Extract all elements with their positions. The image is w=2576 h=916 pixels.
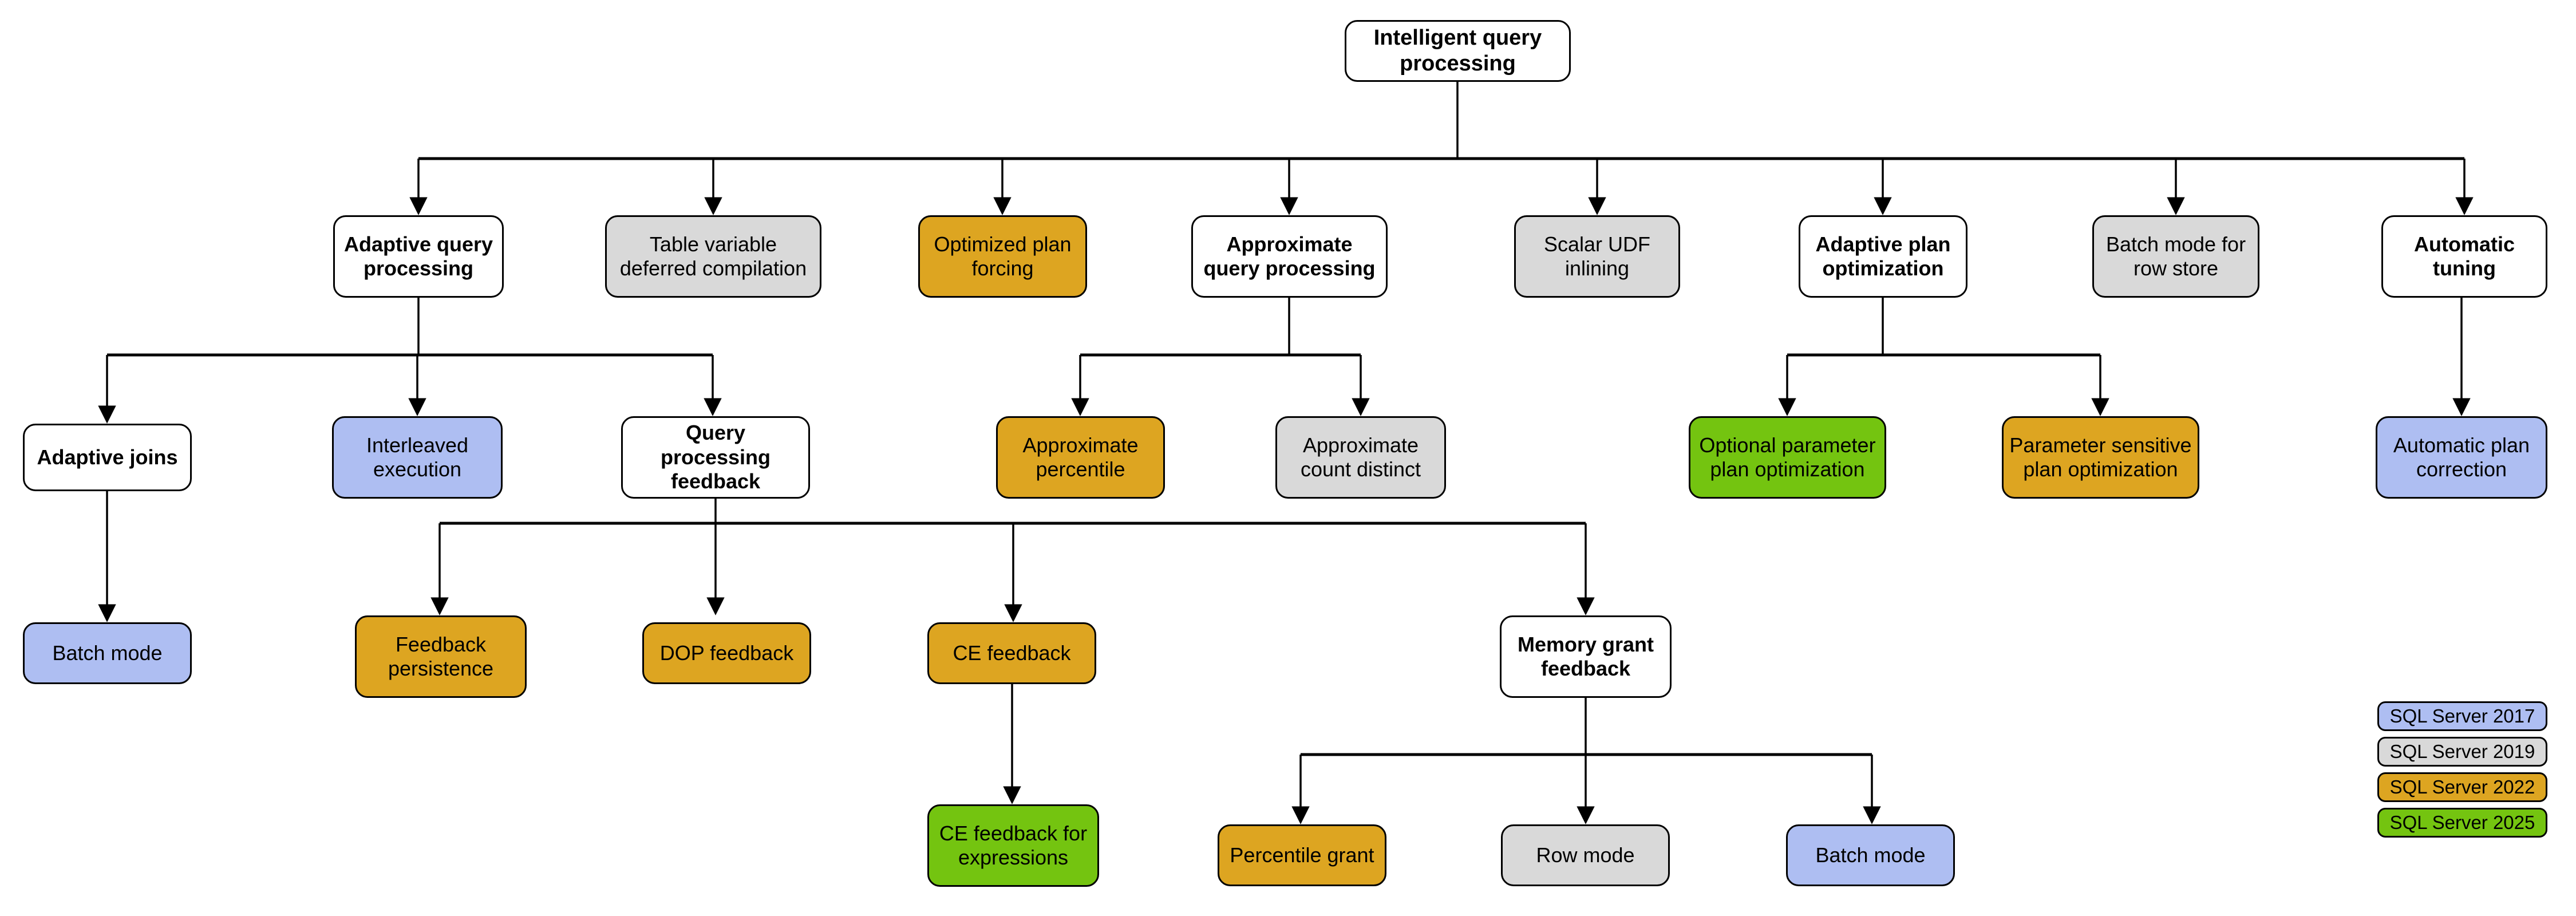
node-at[interactable]: Automatic tuning — [2381, 215, 2547, 298]
node-label: Approximate percentile — [1022, 433, 1139, 481]
node-aqp[interactable]: Adaptive query processing — [333, 215, 504, 298]
node-oppo[interactable]: Optional parameter plan optimization — [1689, 416, 1886, 499]
legend-item-sql-server-2025: SQL Server 2025 — [2377, 808, 2547, 838]
node-acd[interactable]: Approximate count distinct — [1275, 416, 1446, 499]
node-qpf[interactable]: Query processing feedback — [621, 416, 810, 499]
node-label: Automatic tuning — [2413, 232, 2515, 280]
node-label: Optional parameter plan optimization — [1699, 433, 1876, 481]
node-aj[interactable]: Adaptive joins — [23, 424, 192, 491]
node-label: DOP feedback — [659, 641, 794, 665]
node-label: Query processing feedback — [660, 421, 771, 493]
node-label: Approximate count distinct — [1300, 433, 1421, 481]
node-label: Adaptive plan optimization — [1815, 232, 1951, 280]
node-label: Row mode — [1536, 843, 1635, 867]
legend-item-label: SQL Server 2017 — [2389, 705, 2535, 727]
node-ce[interactable]: CE feedback — [927, 622, 1096, 684]
legend-item-sql-server-2017: SQL Server 2017 — [2377, 701, 2547, 731]
node-label: Optimized plan forcing — [934, 232, 1072, 280]
node-ap[interactable]: Approximate percentile — [996, 416, 1165, 499]
node-dop[interactable]: DOP feedback — [642, 622, 811, 684]
node-ie[interactable]: Interleaved execution — [332, 416, 503, 499]
legend-item-label: SQL Server 2019 — [2389, 741, 2535, 762]
node-label: Interleaved execution — [366, 433, 469, 481]
node-apo[interactable]: Adaptive plan optimization — [1799, 215, 1967, 298]
node-label: CE feedback for expressions — [939, 821, 1088, 869]
node-psp[interactable]: Parameter sensitive plan optimization — [2002, 416, 2199, 499]
legend-item-label: SQL Server 2025 — [2389, 812, 2535, 833]
node-label: Feedback persistence — [388, 632, 494, 680]
node-sudf[interactable]: Scalar UDF inlining — [1514, 215, 1680, 298]
node-label: Batch mode — [52, 641, 163, 665]
node-label: CE feedback — [953, 641, 1071, 665]
node-label: Automatic plan correction — [2393, 433, 2530, 481]
legend-item-label: SQL Server 2022 — [2389, 776, 2535, 797]
node-root[interactable]: Intelligent query processing — [1345, 20, 1571, 82]
node-pg[interactable]: Percentile grant — [1218, 824, 1386, 886]
legend-item-sql-server-2022: SQL Server 2022 — [2377, 772, 2547, 802]
node-label: Adaptive query processing — [343, 232, 493, 280]
node-label: Approximate query processing — [1203, 232, 1376, 280]
node-label: Table variable deferred compilation — [619, 232, 807, 280]
node-label: Batch mode for row store — [2105, 232, 2246, 280]
node-label: Parameter sensitive plan optimization — [2009, 433, 2192, 481]
node-bm2[interactable]: Batch mode — [1786, 824, 1955, 886]
node-tvdc[interactable]: Table variable deferred compilation — [605, 215, 821, 298]
node-label: Adaptive joins — [37, 445, 178, 469]
node-label: Percentile grant — [1230, 843, 1374, 867]
node-fp[interactable]: Feedback persistence — [355, 615, 527, 698]
node-label: Memory grant feedback — [1517, 632, 1654, 680]
node-mgf[interactable]: Memory grant feedback — [1500, 615, 1672, 698]
node-apq[interactable]: Approximate query processing — [1191, 215, 1388, 298]
node-rm[interactable]: Row mode — [1501, 824, 1670, 886]
node-bm1[interactable]: Batch mode — [23, 622, 192, 684]
legend-item-sql-server-2019: SQL Server 2019 — [2377, 737, 2547, 767]
node-apc[interactable]: Automatic plan correction — [2376, 416, 2547, 499]
node-bmrs[interactable]: Batch mode for row store — [2092, 215, 2259, 298]
node-opf[interactable]: Optimized plan forcing — [918, 215, 1087, 298]
node-label: Batch mode — [1815, 843, 1926, 867]
node-cefe[interactable]: CE feedback for expressions — [927, 804, 1099, 887]
node-label: Intelligent query processing — [1373, 26, 1542, 76]
node-label: Scalar UDF inlining — [1543, 232, 1651, 280]
